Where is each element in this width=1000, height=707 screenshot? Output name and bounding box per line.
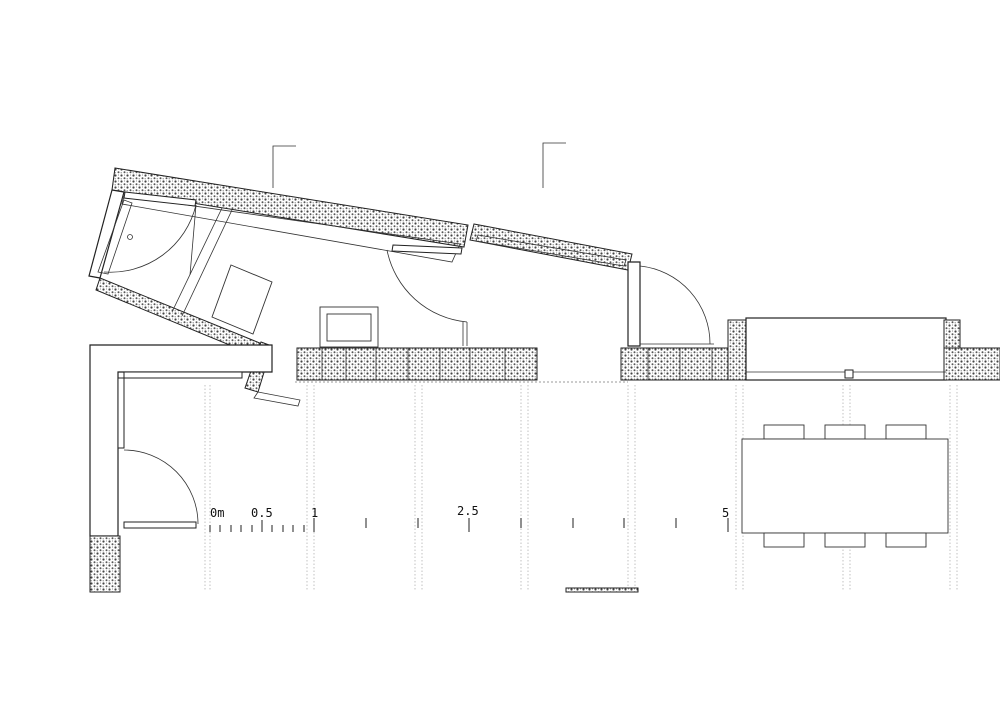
dining-table xyxy=(741,424,949,548)
scale-label-one: 1 xyxy=(311,506,318,520)
section-markers xyxy=(272,142,566,188)
stone-pier xyxy=(89,535,121,593)
scale-label-five: 5 xyxy=(722,506,729,520)
upper-right-wall xyxy=(469,223,714,347)
footing xyxy=(565,587,639,593)
door-swing-right xyxy=(639,265,711,345)
door-swing-lower-left xyxy=(123,449,199,525)
door-swing-center xyxy=(386,249,468,323)
table-top xyxy=(741,438,949,534)
fixture-circle xyxy=(127,234,133,240)
main-wall xyxy=(296,306,742,381)
door-swing-left xyxy=(103,204,197,273)
scale-label-two-half: 2.5 xyxy=(457,504,479,518)
bench xyxy=(211,264,273,335)
right-box xyxy=(727,317,1000,381)
left-wall xyxy=(89,344,301,593)
window-slot-1 xyxy=(123,191,197,207)
section-marker-right xyxy=(542,142,566,188)
stone-wall-top xyxy=(111,167,469,248)
stone-wall-main xyxy=(296,347,538,381)
window-slot-2 xyxy=(391,244,463,255)
window-horizontal xyxy=(123,371,243,379)
scale-label-half: 0.5 xyxy=(251,506,273,520)
stone-wall-right xyxy=(620,347,742,381)
scale-label-zero: 0m xyxy=(210,506,224,520)
section-marker-left xyxy=(272,145,296,188)
scale-bar: 0m 0.5 1 2.5 5 xyxy=(209,504,729,532)
wall-left-end xyxy=(88,189,125,279)
window-vertical xyxy=(117,377,125,449)
